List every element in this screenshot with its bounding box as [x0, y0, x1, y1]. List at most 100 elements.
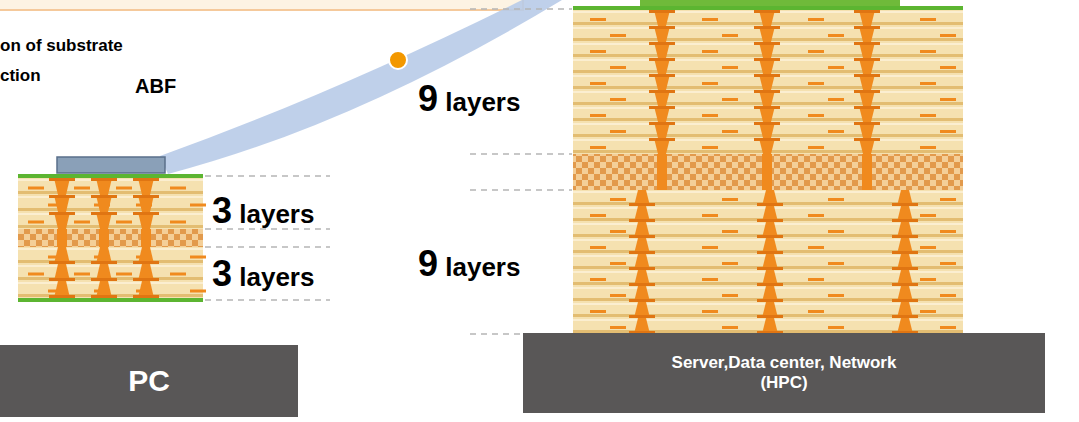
substrate-stroke: [940, 34, 956, 37]
substrate-stroke: [892, 219, 918, 222]
substrate-stroke: [590, 278, 606, 281]
substrate-stroke: [590, 18, 606, 21]
build-up-layer: [573, 26, 963, 42]
substrate-stroke: [649, 42, 675, 45]
substrate-stroke: [590, 114, 606, 117]
substrate-stroke: [854, 138, 880, 141]
build-up-layer: [573, 286, 963, 302]
substrate-stroke: [754, 90, 780, 93]
top-panel: [0, 0, 523, 10]
substrate-stroke: [702, 278, 718, 281]
through-via: [57, 229, 67, 247]
substrate-stroke: [649, 90, 675, 93]
substrate-stroke: [940, 198, 956, 201]
substrate-stroke: [116, 273, 132, 276]
substrate-stroke: [629, 235, 655, 238]
through-via: [762, 154, 772, 190]
substrate-stroke: [74, 273, 90, 276]
substrate-stroke: [28, 221, 44, 224]
build-up-layer: [573, 74, 963, 90]
substrate-stroke: [18, 213, 203, 215]
substrate-stroke: [920, 18, 936, 21]
heading-fragment: on of substrate: [0, 36, 123, 56]
substrate-stroke: [133, 295, 159, 298]
build-up-layer: [573, 238, 963, 254]
substrate-stroke: [190, 256, 206, 259]
substrate-stroke: [702, 214, 718, 217]
substrate-stroke: [91, 295, 117, 298]
substrate-stroke: [722, 326, 738, 329]
build-up-layer: [573, 10, 963, 26]
substrate-stroke: [610, 34, 626, 37]
substrate-stroke: [854, 122, 880, 125]
substrate-stroke: [590, 246, 606, 249]
layer-count: 3 layers: [212, 190, 314, 232]
layer-count: 3 layers: [212, 253, 314, 295]
substrate-stroke: [722, 262, 738, 265]
substrate-stroke: [828, 130, 844, 133]
substrate-stroke: [892, 283, 918, 286]
substrate-stroke: [892, 251, 918, 254]
substrate-stroke: [757, 203, 783, 206]
substrate-stroke: [920, 214, 936, 217]
substrate-stroke: [91, 261, 117, 264]
build-up-layer: [18, 178, 203, 195]
substrate-stroke: [722, 230, 738, 233]
through-via: [862, 154, 872, 190]
substrate-stroke: [91, 178, 117, 181]
substrate-stroke: [610, 294, 626, 297]
substrate-stroke: [91, 195, 117, 198]
substrate-stroke: [649, 106, 675, 109]
substrate-stroke: [940, 294, 956, 297]
substrate-stroke: [573, 107, 963, 109]
substrate-stroke: [940, 98, 956, 101]
substrate-stroke: [629, 219, 655, 222]
substrate-stroke: [573, 75, 963, 77]
substrate-stroke: [940, 230, 956, 233]
substrate-stroke: [49, 261, 75, 264]
build-up-layer: [573, 318, 963, 334]
substrate-stroke: [920, 82, 936, 85]
substrate-stroke: [702, 310, 718, 313]
build-up-layer: [573, 106, 963, 122]
substrate-stroke: [808, 278, 824, 281]
substrate-stroke: [920, 114, 936, 117]
substrate-stroke: [892, 315, 918, 318]
substrate-stroke: [940, 66, 956, 69]
substrate-stroke: [573, 27, 963, 29]
substrate-stroke: [722, 98, 738, 101]
substrate-stroke: [892, 299, 918, 302]
solder-resist: [18, 174, 203, 178]
solder-resist: [573, 6, 963, 10]
substrate-stroke: [18, 225, 203, 228]
substrate-stroke: [702, 18, 718, 21]
substrate-stroke: [590, 82, 606, 85]
substrate-stroke: [649, 10, 675, 13]
substrate-stroke: [828, 326, 844, 329]
substrate-stroke: [808, 246, 824, 249]
substrate-stroke: [629, 299, 655, 302]
substrate-stroke: [610, 198, 626, 201]
substrate-stroke: [828, 98, 844, 101]
substrate-stroke: [573, 123, 963, 125]
build-up-layer: [573, 42, 963, 58]
substrate-stroke: [757, 315, 783, 318]
build-up-layer: [573, 302, 963, 318]
substrate-stroke: [649, 26, 675, 29]
substrate-stroke: [573, 139, 963, 141]
substrate-stroke: [920, 310, 936, 313]
substrate-stroke: [808, 50, 824, 53]
substrate-stroke: [808, 214, 824, 217]
substrate-stroke: [754, 106, 780, 109]
substrate-stroke: [610, 326, 626, 329]
substrate-stroke: [757, 235, 783, 238]
build-up-layer: [573, 138, 963, 154]
build-up-layer: [18, 247, 203, 264]
substrate-stroke: [828, 294, 844, 297]
substrate-stroke: [116, 187, 132, 190]
substrate-stroke: [133, 261, 159, 264]
substrate-stroke: [757, 219, 783, 222]
substrate-stroke: [573, 59, 963, 61]
substrate-stroke: [754, 42, 780, 45]
substrate-stroke: [590, 214, 606, 217]
